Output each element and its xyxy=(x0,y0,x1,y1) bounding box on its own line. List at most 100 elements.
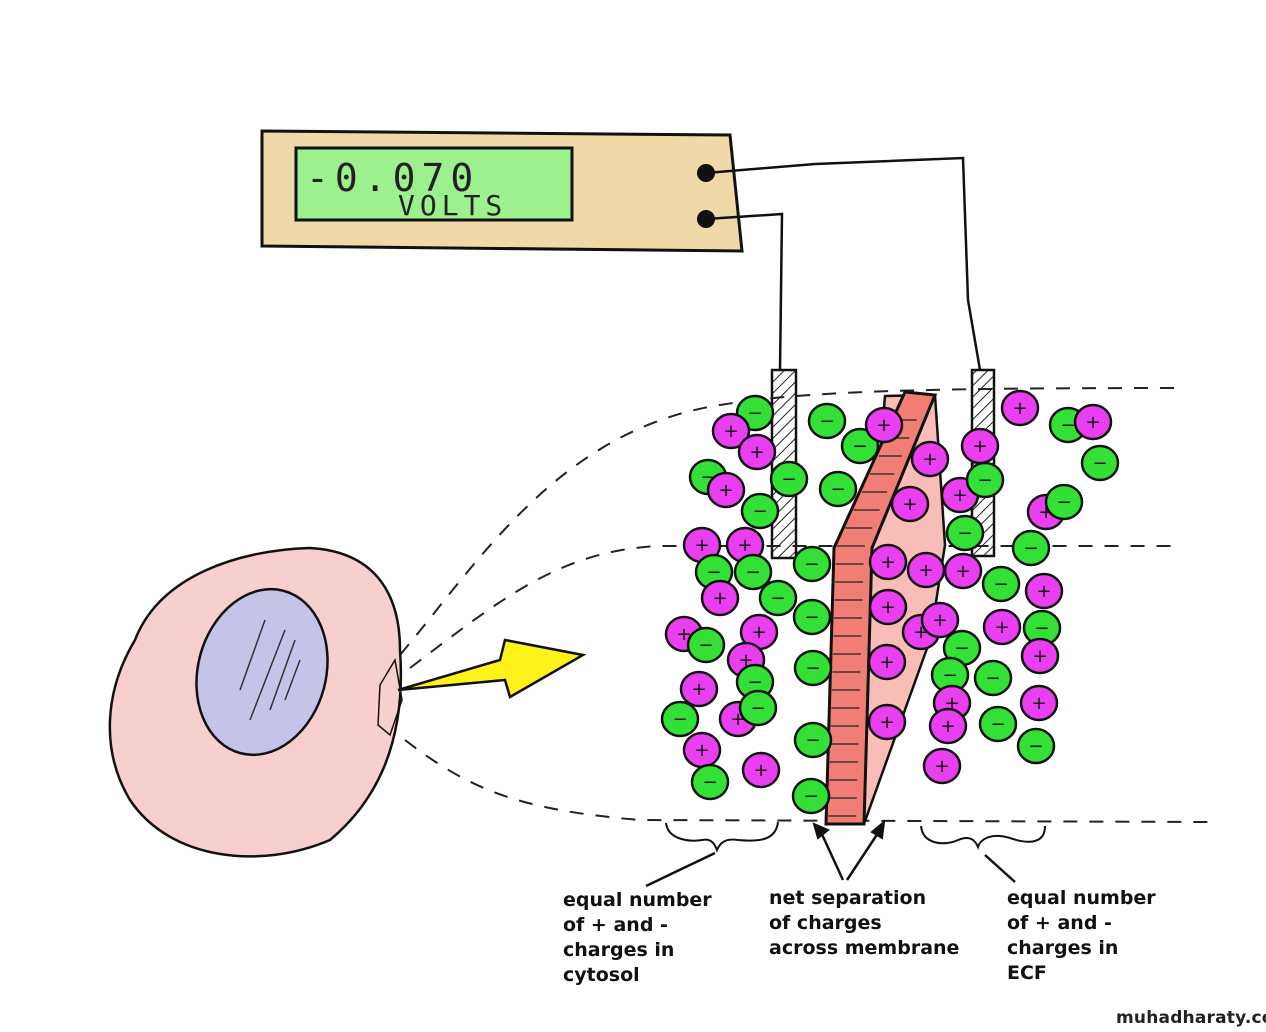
minus-sign: − xyxy=(993,574,1008,595)
plus-sign: + xyxy=(922,449,937,470)
cell xyxy=(108,546,403,858)
wire-ecf xyxy=(705,156,982,371)
plus-sign: + xyxy=(751,622,766,643)
minus-sign: − xyxy=(803,786,818,807)
negative-ion: − xyxy=(686,626,726,664)
positive-ion-body xyxy=(711,412,751,450)
negative-ion-body xyxy=(973,659,1013,697)
negative-ion-body xyxy=(791,777,831,815)
positive-ion-body xyxy=(1020,637,1060,675)
negative-ion: − xyxy=(769,460,809,498)
positive-ion-body xyxy=(700,579,740,617)
brace-cytosol xyxy=(665,821,779,853)
plus-sign: + xyxy=(940,716,955,737)
minus-sign: − xyxy=(1028,736,1043,757)
negative-ion-body xyxy=(978,705,1018,743)
negative-ion-body xyxy=(792,598,832,636)
minus-sign: − xyxy=(852,436,867,457)
plus-sign: + xyxy=(749,442,764,463)
positive-ion-body xyxy=(1024,572,1064,610)
negative-ion: − xyxy=(981,565,1021,603)
positive-ion: + xyxy=(920,601,960,639)
negative-ion: − xyxy=(978,705,1018,743)
membrane-patch-marker xyxy=(377,657,403,737)
minus-sign: − xyxy=(805,730,820,751)
negative-ion: − xyxy=(792,598,832,636)
brace-ecf xyxy=(920,825,1046,850)
negative-ion: − xyxy=(792,545,832,583)
arrowhead-right xyxy=(870,819,886,840)
positive-ion-body xyxy=(679,670,719,708)
negative-ion-body xyxy=(769,460,809,498)
minus-sign: − xyxy=(747,672,762,693)
dashed-lower-curve xyxy=(404,739,1211,823)
plus-sign: + xyxy=(691,679,706,700)
dashed-upper-curve xyxy=(399,387,1181,656)
positive-ion: + xyxy=(725,526,765,564)
label-cytosol: equal number of + and - charges in cytos… xyxy=(563,889,712,986)
negative-ion-body xyxy=(1016,727,1056,765)
negative-ion: − xyxy=(818,470,858,508)
positive-ion: + xyxy=(867,643,907,681)
zoom-outline xyxy=(399,387,1211,823)
minus-sign: − xyxy=(819,411,834,432)
positive-ion-body xyxy=(867,643,907,681)
minus-sign: − xyxy=(706,562,721,583)
positive-ion: + xyxy=(711,412,751,450)
chromatin-marks xyxy=(239,619,301,721)
plus-sign: + xyxy=(1032,646,1047,667)
negative-ion-body xyxy=(965,461,1005,499)
plus-sign: + xyxy=(737,535,752,556)
plus-sign: + xyxy=(994,617,1009,638)
negative-ion: − xyxy=(945,514,985,552)
negative-ion: − xyxy=(1044,483,1084,521)
plus-sign: + xyxy=(879,652,894,673)
nucleus xyxy=(195,587,329,757)
negative-ion-body xyxy=(807,402,847,440)
negative-ion-body xyxy=(945,514,985,552)
positive-ion-body xyxy=(741,751,781,789)
minus-sign: − xyxy=(957,523,972,544)
positive-ion: + xyxy=(737,433,777,471)
plus-sign: + xyxy=(723,421,738,442)
negative-ion: − xyxy=(1022,609,1062,647)
negative-ion: − xyxy=(1080,444,1120,482)
minus-sign: − xyxy=(1092,453,1107,474)
positive-ion: + xyxy=(868,543,908,581)
membrane-cross-section xyxy=(824,390,938,826)
plus-sign: + xyxy=(918,560,933,581)
label-membrane: net separation of charges across membran… xyxy=(769,887,960,959)
positive-ion-body xyxy=(868,543,908,581)
negative-ion: − xyxy=(738,689,778,727)
positive-ion-body xyxy=(868,588,908,626)
positive-ion-body xyxy=(706,471,746,509)
positive-ion-body xyxy=(920,601,960,639)
negative-ion-body xyxy=(792,545,832,583)
negative-ion: − xyxy=(840,427,880,465)
negative-ion: − xyxy=(733,553,773,591)
negative-ion: − xyxy=(930,656,970,694)
negative-ion-body xyxy=(793,649,833,687)
positive-ion-body xyxy=(890,485,930,523)
negative-ion: − xyxy=(973,659,1013,697)
label-ecf: equal number of + and - charges in ECF xyxy=(1007,887,1156,984)
positive-ion-body xyxy=(1000,389,1040,427)
minus-sign: − xyxy=(990,714,1005,735)
positive-ion: + xyxy=(906,551,946,589)
minus-sign: − xyxy=(747,403,762,424)
plus-sign: + xyxy=(1031,693,1046,714)
negative-ion-body xyxy=(840,427,880,465)
positive-ion: + xyxy=(943,552,983,590)
positive-ion: + xyxy=(867,703,907,741)
negative-ion: − xyxy=(1016,727,1056,765)
negative-ion-body xyxy=(1080,444,1120,482)
plus-sign: + xyxy=(880,597,895,618)
pointer-cytosol xyxy=(645,851,716,888)
negative-ion-body xyxy=(738,689,778,727)
wires xyxy=(705,156,982,371)
plus-sign: + xyxy=(718,480,733,501)
plus-sign: + xyxy=(753,760,768,781)
minus-sign: − xyxy=(830,479,845,500)
negative-ion-body xyxy=(740,492,780,530)
minus-sign: − xyxy=(804,554,819,575)
